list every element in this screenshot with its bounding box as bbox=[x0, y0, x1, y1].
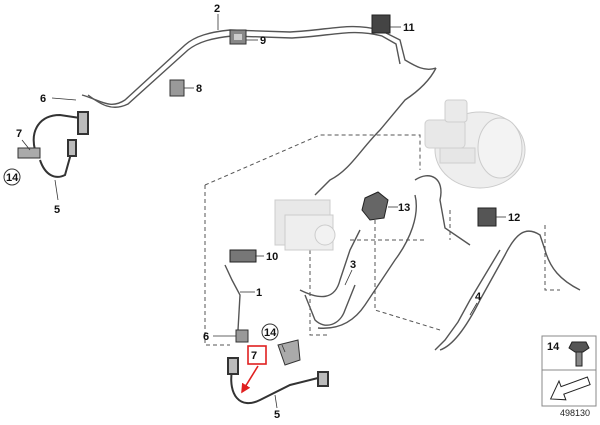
callout-circle-14-lower bbox=[261, 323, 279, 341]
legend-box: 14 bbox=[541, 335, 597, 407]
part-12-bracket bbox=[477, 207, 497, 227]
arrow-icon bbox=[549, 376, 591, 401]
callout-7-upper[interactable]: 7 bbox=[16, 128, 22, 140]
callout-1[interactable]: 1 bbox=[256, 287, 262, 299]
part-8-clip bbox=[169, 79, 185, 97]
bolt-icon bbox=[568, 341, 590, 367]
part-11-pad bbox=[371, 14, 391, 34]
callout-5-lower[interactable]: 5 bbox=[274, 409, 280, 421]
callout-9[interactable]: 9 bbox=[260, 35, 266, 47]
callout-2[interactable]: 2 bbox=[214, 3, 220, 15]
lower-hose-assembly bbox=[227, 357, 329, 405]
abs-unit bbox=[274, 199, 336, 251]
callout-10[interactable]: 10 bbox=[266, 251, 278, 263]
part-13-bracket bbox=[361, 191, 389, 221]
callout-7-lower[interactable]: 7 bbox=[251, 350, 257, 362]
legend-label-14: 14 bbox=[547, 341, 560, 353]
callout-8[interactable]: 8 bbox=[196, 83, 202, 95]
callout-circle-14-upper bbox=[3, 168, 21, 186]
callout-14-upper[interactable]: 14 bbox=[6, 172, 19, 184]
callout-5-upper[interactable]: 5 bbox=[54, 204, 60, 216]
part-9-clip bbox=[229, 29, 247, 45]
leader-lines bbox=[21, 14, 506, 409]
part-10-clip bbox=[229, 249, 257, 263]
reference-number: 498130 bbox=[559, 408, 590, 418]
callout-12[interactable]: 12 bbox=[508, 212, 520, 224]
callout-3[interactable]: 3 bbox=[350, 259, 356, 271]
callout-6-lower[interactable]: 6 bbox=[203, 331, 209, 343]
upper-hose-assembly bbox=[32, 111, 89, 178]
callout-6-upper[interactable]: 6 bbox=[40, 93, 46, 105]
brake-lines bbox=[81, 25, 581, 351]
highlight-arrow bbox=[241, 365, 259, 394]
callout-13[interactable]: 13 bbox=[398, 202, 410, 214]
lower-hose-bracket bbox=[235, 329, 301, 366]
upper-hose-bracket bbox=[17, 147, 41, 159]
callout-11[interactable]: 11 bbox=[403, 22, 415, 34]
callout-14-lower[interactable]: 14 bbox=[264, 327, 277, 339]
brake-booster bbox=[424, 99, 526, 189]
highlight-box bbox=[247, 345, 267, 365]
callout-4[interactable]: 4 bbox=[475, 291, 482, 303]
dashed-guides bbox=[204, 134, 560, 346]
